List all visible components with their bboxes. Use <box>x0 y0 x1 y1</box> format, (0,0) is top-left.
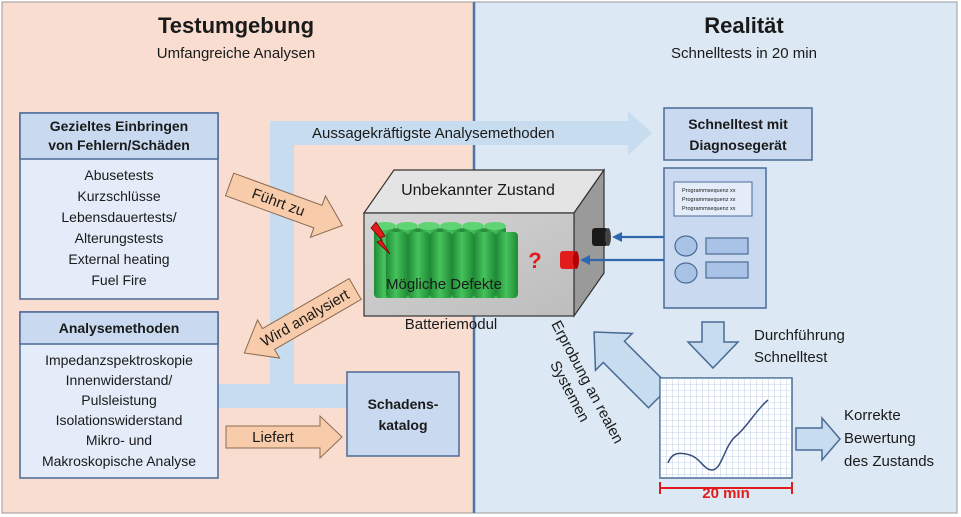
arrow-result <box>795 415 841 463</box>
damage-catalog-box: Schadens- katalog <box>346 371 460 457</box>
defects-item: Lebensdauertests/ <box>61 209 176 225</box>
device-display-icon <box>705 237 749 255</box>
methods-flow-path <box>218 111 652 408</box>
black-connector-icon <box>592 228 611 246</box>
execution-label-line2: Schnelltest <box>754 349 828 366</box>
device-screen-line: Programmsequenz xx <box>682 197 736 203</box>
right-panel-title: Realität <box>704 13 784 38</box>
arrow-liefert: Liefert <box>225 414 343 460</box>
defects-box-header-line1: Gezieltes Einbringen <box>50 118 188 134</box>
left-panel-title: Testumgebung <box>158 13 314 38</box>
device-button-icon <box>674 262 698 284</box>
result-label-line3: des Zustands <box>844 453 934 470</box>
defects-box: Gezieltes Einbringen von Fehlern/Schäden… <box>19 112 219 300</box>
defects-box-header-line2: von Fehlern/Schäden <box>48 137 190 153</box>
cable-arrows <box>580 232 664 265</box>
device-display-icon <box>705 261 749 279</box>
device-screen-line: Programmsequenz xx <box>682 188 736 194</box>
result-label-line1: Korrekte <box>844 407 901 424</box>
methods-box: Analysemethoden Impedanzspektroskopie In… <box>19 311 219 479</box>
quicktest-line2: Diagnosegerät <box>689 137 787 153</box>
defects-item: Fuel Fire <box>91 272 146 288</box>
methods-item: Isolationswiderstand <box>56 412 183 428</box>
flow-label-aussagekraeftigste: Aussagekräftigste Analysemethoden <box>312 125 555 142</box>
measurement-chart: 20 min <box>659 377 793 502</box>
methods-item: Pulsleistung <box>81 392 157 408</box>
right-panel-subtitle: Schnelltests in 20 min <box>671 45 817 62</box>
result-label-line2: Bewertung <box>844 430 916 447</box>
quicktest-line1: Schnelltest mit <box>688 116 788 132</box>
question-mark: ? <box>528 248 541 273</box>
methods-item: Impedanzspektroskopie <box>45 352 193 368</box>
red-connector-icon <box>560 251 579 269</box>
methods-item: Innenwiderstand/ <box>66 372 173 388</box>
defects-item: Abusetests <box>84 167 153 183</box>
damage-catalog-line1: Schadens- <box>368 396 439 412</box>
battery-cells <box>374 222 518 298</box>
device-screen-line: Programmsequenz xx <box>682 206 736 212</box>
quicktest-box: Schnelltest mit Diagnosegerät <box>663 107 813 161</box>
left-panel-subtitle: Umfangreiche Analysen <box>157 45 315 62</box>
execution-label-line1: Durchführung <box>754 327 845 344</box>
diagnostic-device: Programmsequenz xx Programmsequenz xx Pr… <box>663 167 767 309</box>
lightning-icon <box>370 221 391 255</box>
methods-item: Makroskopische Analyse <box>42 453 196 469</box>
arrow-down-execution <box>686 321 740 370</box>
arrow-liefert-label: Liefert <box>252 429 295 446</box>
defects-item: External heating <box>68 251 169 267</box>
measurement-curve <box>667 399 769 471</box>
defects-item: Alterungstests <box>75 230 164 246</box>
battery-top-label: Unbekannter Zustand <box>401 182 555 199</box>
methods-box-header: Analysemethoden <box>59 320 180 336</box>
damage-catalog-line2: katalog <box>378 417 427 433</box>
battery-caption: Batteriemodul <box>405 316 498 333</box>
battery-defects-label: Mögliche Defekte <box>386 276 502 293</box>
device-button-icon <box>674 235 698 257</box>
defects-item: Kurzschlüsse <box>77 188 160 204</box>
methods-item: Mikro- und <box>86 432 152 448</box>
chart-duration-label: 20 min <box>702 485 750 502</box>
